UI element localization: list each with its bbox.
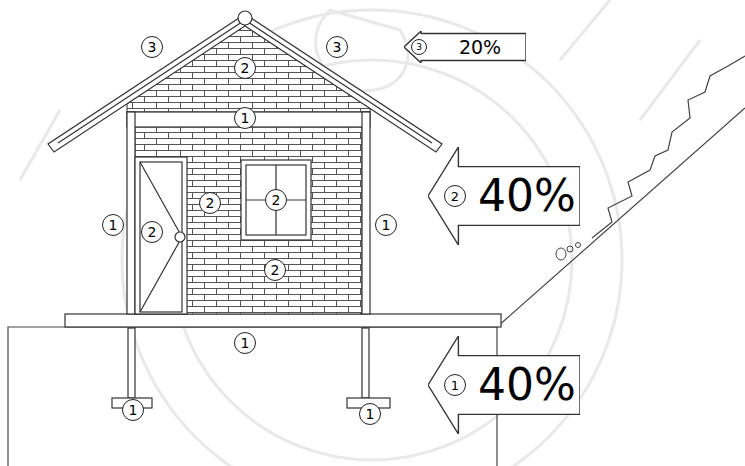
rocks [556,243,581,261]
roof [48,11,442,152]
callout-number: 2 [141,221,163,243]
callout-number: 2 [264,259,286,281]
callout-text: 1 [382,218,391,232]
callout-number: 1 [234,332,256,354]
window [241,160,311,240]
callout-number: 3 [411,39,427,55]
ground-outline [8,327,497,466]
callout-number: 3 [141,36,163,58]
callout-number: 1 [102,214,124,236]
callout-number: 2 [234,57,256,79]
callout-number: 2 [444,185,466,207]
callout-text: 1 [109,218,118,232]
callout-text: 1 [451,379,459,392]
callout-number: 1 [359,403,381,425]
share-arrow: 40% 2 [428,147,580,245]
callout-number: 2 [199,192,221,214]
callout-number: 1 [444,374,466,396]
callout-number: 1 [122,399,144,421]
brick-wall [135,127,362,314]
share-arrow: 20% 3 [404,31,526,63]
callout-number: 1 [234,107,256,129]
callout-text: 2 [272,193,281,207]
foundation [112,328,390,408]
callout-text: 2 [148,225,157,239]
callout-text: 2 [271,263,280,277]
callout-text: 3 [333,40,342,54]
callout-number: 2 [265,189,287,211]
callout-number: 3 [326,36,348,58]
callout-text: 1 [129,403,138,417]
callout-text: 2 [451,190,459,203]
frame [127,112,370,314]
callout-text: 3 [416,43,422,52]
floor-beam [65,314,501,327]
share-arrow: 40% 1 [428,336,580,434]
callout-text: 3 [148,40,157,54]
callout-text: 2 [241,61,250,75]
callout-text: 20% [459,38,501,57]
callout-number: 1 [375,214,397,236]
callout-text: 1 [366,407,375,421]
door [135,157,187,314]
hill-ridge [592,56,745,238]
callout-text: 1 [241,336,250,350]
callout-text: 1 [241,111,250,125]
callout-text: 2 [206,196,215,210]
callout-text: 40% [478,174,576,218]
gable-wall [127,22,370,112]
callout-text: 40% [478,363,576,407]
